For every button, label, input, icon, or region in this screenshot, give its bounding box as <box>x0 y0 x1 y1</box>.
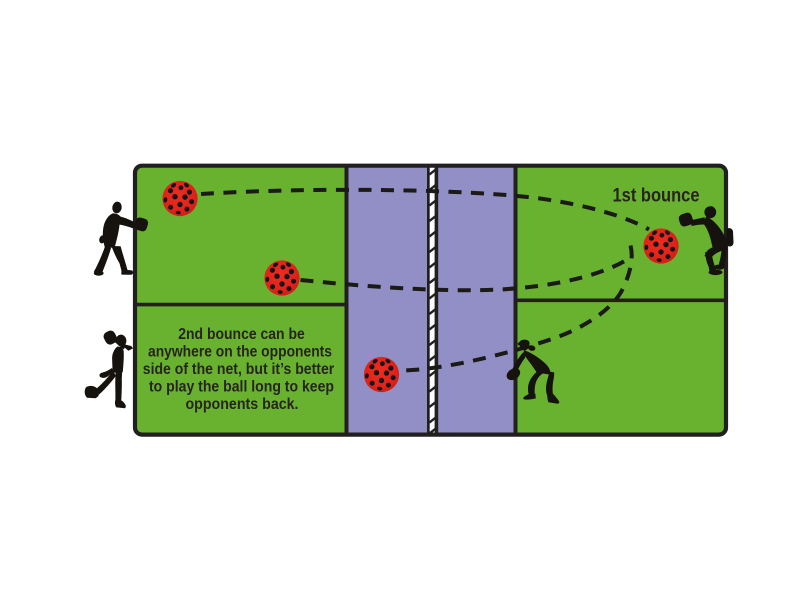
svg-text:2nd bounce can be: 2nd bounce can be <box>178 326 305 343</box>
svg-text:1st bounce: 1st bounce <box>613 186 700 207</box>
svg-text:to play the ball long to keep: to play the ball long to keep <box>149 379 334 396</box>
svg-text:side of the net, but it’s bett: side of the net, but it’s better <box>143 361 335 378</box>
svg-text:opponents back.: opponents back. <box>186 396 299 413</box>
svg-text:anywhere on the opponents: anywhere on the opponents <box>148 344 332 361</box>
